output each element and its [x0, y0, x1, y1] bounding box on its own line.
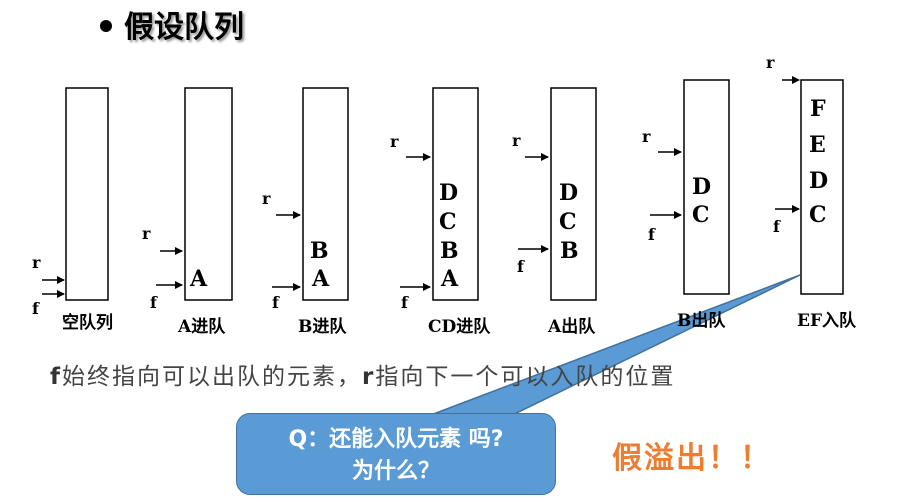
queue-empty: r f 空队列 — [32, 87, 113, 333]
rear-label: r — [262, 189, 271, 208]
queue-a-out: D C B r f A出队 — [512, 87, 597, 337]
slide-title: 假设队列 — [100, 2, 244, 46]
queue-caption: A出队 — [547, 316, 596, 337]
queue-element: B — [440, 238, 459, 264]
front-label: f — [32, 299, 40, 318]
queue-element: B — [560, 238, 579, 264]
rear-label: r — [390, 132, 399, 151]
queue-caption: B进队 — [298, 316, 347, 337]
note-text-1: 始终指向可以出队的元素， — [62, 364, 363, 390]
pointer-note: f始终指向可以出队的元素，r指向下一个可以入队的位置 — [50, 357, 675, 391]
queue-element: A — [311, 266, 330, 292]
queue-element: D — [439, 180, 458, 206]
queue-box — [302, 87, 349, 301]
queue-element: E — [809, 132, 826, 158]
queue-caption: EF入队 — [797, 310, 857, 331]
note-r: r — [362, 364, 376, 390]
queue-element: C — [559, 209, 577, 235]
queue-element: A — [189, 266, 208, 292]
queue-box — [65, 87, 109, 301]
queue-element: F — [810, 96, 826, 122]
rear-label: r — [642, 127, 651, 146]
queue-box — [432, 87, 479, 301]
rear-label: r — [512, 131, 521, 150]
rear-label: r — [142, 224, 151, 243]
queue-element: D — [559, 180, 578, 206]
queue-element: D — [692, 174, 711, 200]
front-label: f — [150, 293, 158, 312]
queue-cd-in: D C B A r f CD进队 — [390, 87, 491, 337]
question-callout: Q：还能入队元素 吗? 为什么？ — [236, 413, 556, 495]
queue-box — [184, 87, 233, 301]
queue-box — [550, 87, 597, 301]
queue-caption: B出队 — [677, 310, 726, 331]
queue-b-in: B A r f B进队 — [262, 87, 349, 337]
queue-element: D — [809, 168, 828, 194]
slide-title-text: 假设队列 — [124, 10, 244, 45]
rear-label: r — [766, 53, 775, 72]
front-label: f — [648, 225, 656, 244]
front-label: f — [773, 217, 781, 236]
front-label: f — [272, 293, 280, 312]
queue-element: C — [692, 202, 710, 228]
bullet-icon — [100, 19, 112, 32]
callout-line-2: 为什么？ — [351, 459, 440, 484]
queue-box — [800, 79, 844, 295]
queue-b-out: D C r f B出队 — [642, 79, 730, 331]
front-label: f — [517, 257, 525, 276]
callout-line-1: Q：还能入队元素 吗? — [288, 427, 504, 452]
queue-box — [683, 79, 730, 295]
queue-ef-in: F E D C r f EF入队 — [766, 53, 857, 331]
queue-element: C — [439, 209, 457, 235]
queue-element: B — [310, 238, 329, 264]
rear-label: r — [32, 253, 41, 272]
queue-caption: CD进队 — [428, 316, 491, 337]
queue-a-in: A r f A进队 — [142, 87, 233, 337]
queue-element: C — [809, 202, 827, 228]
front-label: f — [401, 293, 409, 312]
note-f: f — [50, 364, 63, 390]
false-overflow-label: 假溢出！！ — [612, 441, 772, 476]
queue-caption: A进队 — [177, 316, 226, 337]
note-text-2: 指向下一个可以入队的位置 — [375, 364, 676, 390]
queue-caption: 空队列 — [62, 312, 113, 333]
queue-element: A — [440, 266, 459, 292]
